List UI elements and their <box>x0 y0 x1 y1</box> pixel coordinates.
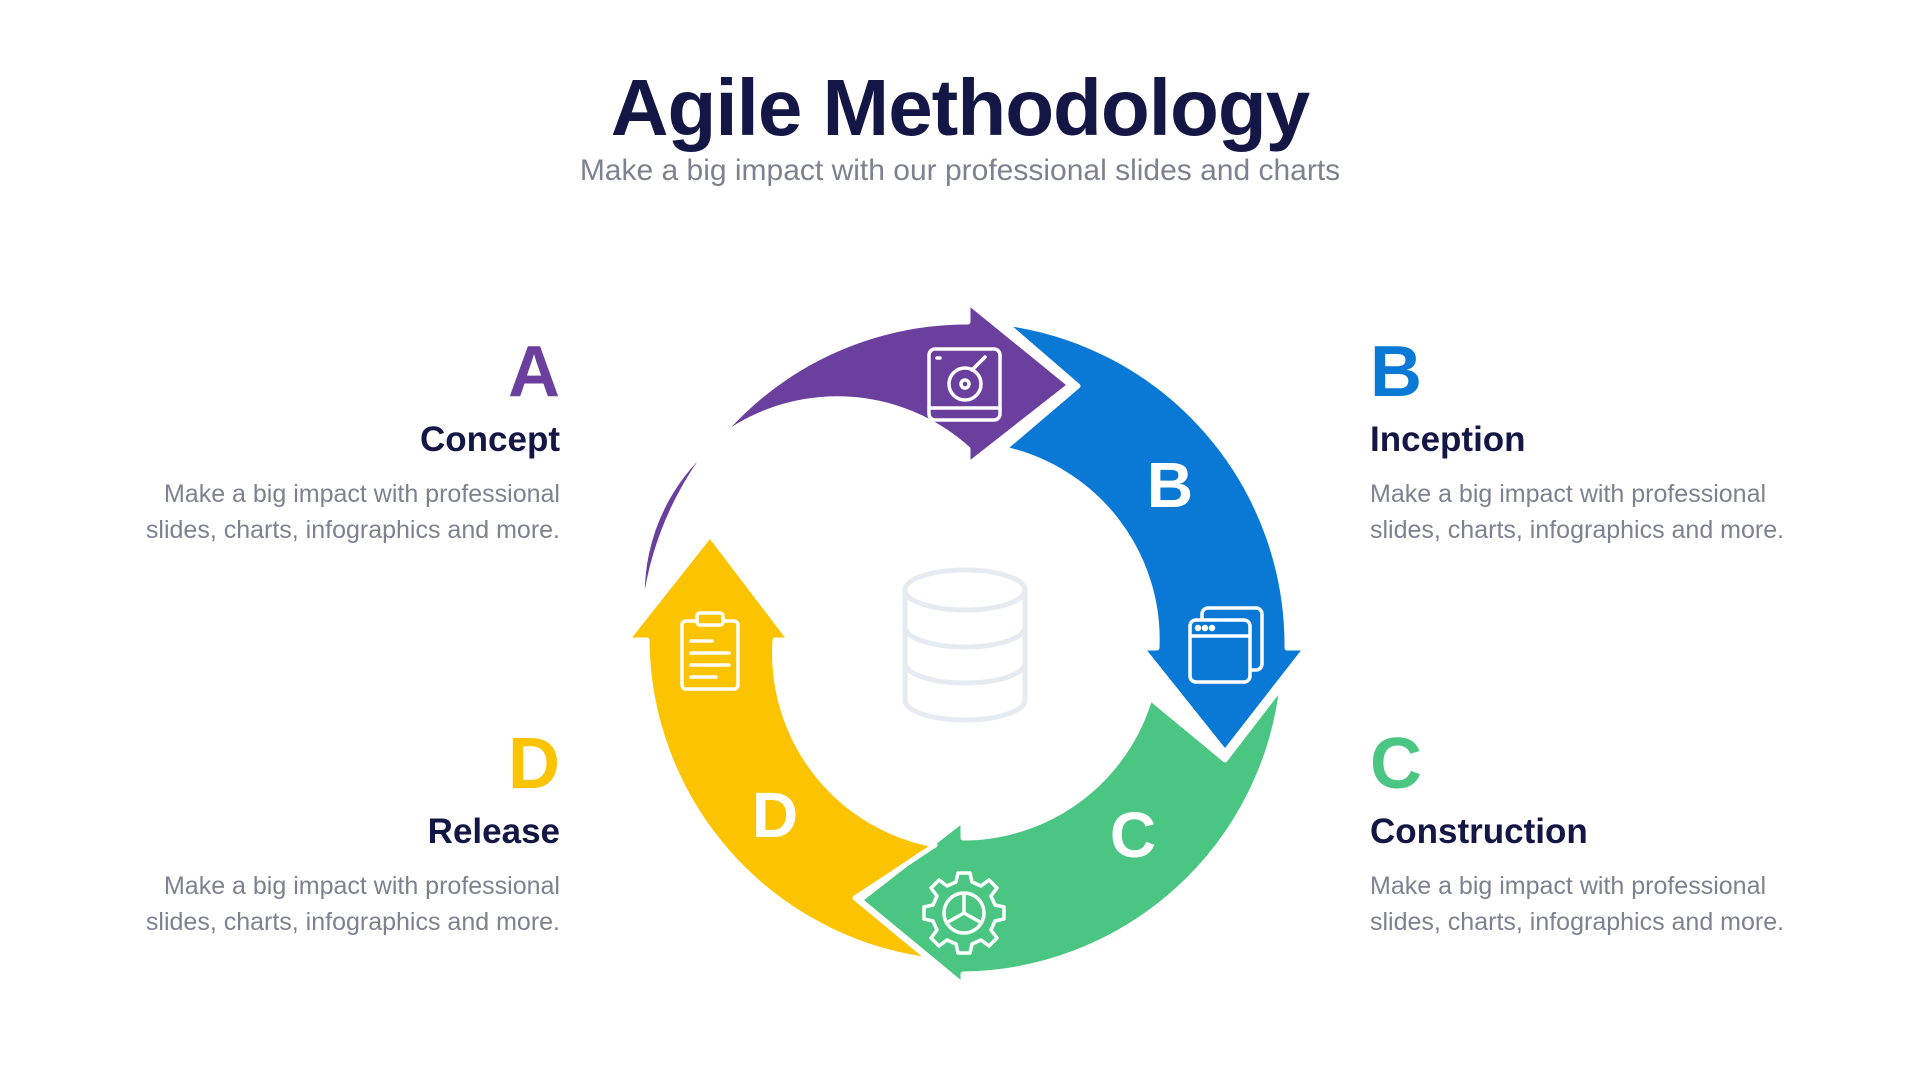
step-description: Make a big impact with professional slid… <box>1370 476 1850 548</box>
page-subtitle: Make a big impact with our professional … <box>579 154 1341 187</box>
step-description: Make a big impact with professional slid… <box>1370 868 1850 940</box>
step-title: Concept <box>420 420 560 459</box>
step-description-line: Make a big impact with professional <box>1370 872 1767 900</box>
clipboard-icon <box>680 611 740 691</box>
arc-letter-a: A <box>772 412 818 484</box>
database-icon <box>902 567 1028 723</box>
arc-letter-b: B <box>1147 449 1193 521</box>
step-construction: C Construction Make a big impact with pr… <box>1370 724 1850 940</box>
arc-letter-d: D <box>752 779 798 851</box>
step-title: Construction <box>1370 812 1588 851</box>
step-release: D Release Make a big impact with profess… <box>80 724 560 940</box>
step-description-line: slides, charts, infographics and more. <box>145 516 560 544</box>
browser-windows-icon <box>1188 606 1264 684</box>
gear-icon <box>922 871 1006 955</box>
hard-drive-icon <box>927 347 1002 422</box>
step-title: Release <box>427 812 560 851</box>
step-letter: D <box>508 724 560 804</box>
step-description-line: slides, charts, infographics and more. <box>1370 516 1785 544</box>
step-description-line: Make a big impact with professional <box>163 480 560 508</box>
step-description-line: Make a big impact with professional <box>1370 480 1767 508</box>
step-inception: B Inception Make a big impact with profe… <box>1370 332 1850 548</box>
step-description: Make a big impact with professional slid… <box>80 476 560 548</box>
step-description-line: Make a big impact with professional <box>163 872 560 900</box>
page-title: Agile Methodology <box>610 63 1311 152</box>
step-letter: C <box>1370 724 1422 804</box>
arc-letter-c: C <box>1110 799 1156 871</box>
step-letter: A <box>508 332 560 412</box>
step-description-line: slides, charts, infographics and more. <box>145 908 560 936</box>
step-concept: A Concept Make a big impact with profess… <box>80 332 560 548</box>
step-title: Inception <box>1370 420 1526 459</box>
step-description: Make a big impact with professional slid… <box>80 868 560 940</box>
step-description-line: slides, charts, infographics and more. <box>1370 908 1785 936</box>
step-letter: B <box>1370 332 1422 412</box>
